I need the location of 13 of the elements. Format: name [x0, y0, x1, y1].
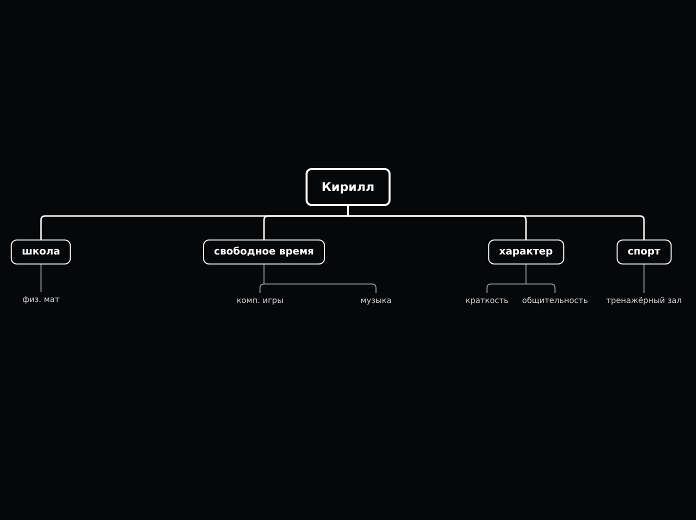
subtopic-label: тренажёрный зал [606, 297, 682, 305]
subtopic-label: физ. мат [22, 296, 60, 304]
topic-box: спорт [616, 240, 672, 264]
subtopic-label: комп. игры [236, 297, 284, 305]
subtopic-label: общительность [522, 297, 588, 305]
connector-line [347, 206, 645, 240]
connector-line [40, 264, 42, 292]
topic-box: школа [10, 240, 72, 264]
topic-box: характер [488, 240, 564, 264]
central-topic-box: Кирилл [306, 168, 390, 206]
subtopic-label: музыка [360, 297, 392, 305]
subtopic-label: краткость [466, 297, 508, 305]
topic-box: свободное время [203, 240, 325, 264]
